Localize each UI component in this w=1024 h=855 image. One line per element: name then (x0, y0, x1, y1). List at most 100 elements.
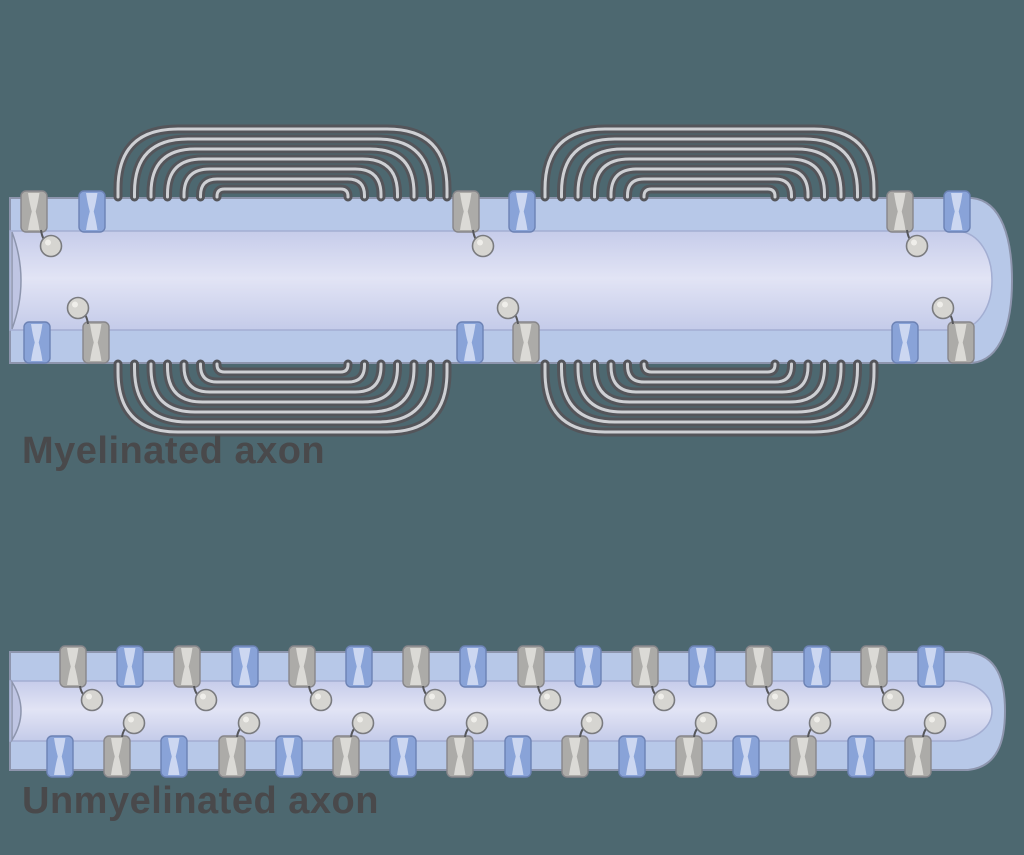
potassium-channel (574, 645, 602, 688)
sodium-channel-pore (525, 648, 537, 685)
potassium-channel-pore (86, 193, 98, 230)
inactivation-gate (905, 229, 929, 258)
sodium-channel (20, 190, 48, 233)
gate-ball (39, 234, 63, 258)
inactivation-gate (537, 685, 562, 712)
sodium-channel-pore (454, 738, 466, 775)
gate-ball-highlight (586, 716, 592, 723)
potassium-channel-pore (899, 324, 911, 361)
sodium-channel-pore (520, 324, 532, 361)
potassium-channel-pore (740, 738, 752, 775)
sodium-channel (517, 645, 545, 688)
gate-ball-highlight (45, 239, 51, 246)
inactivation-gate (350, 711, 375, 738)
myelin-wrap-core (116, 127, 449, 199)
sodium-channel (904, 735, 932, 778)
gate-ball-highlight (72, 301, 78, 308)
potassium-channel (160, 735, 188, 778)
sodium-channel (288, 645, 316, 688)
myelin-wrap-core (560, 137, 859, 199)
sodium-channel-pore (683, 738, 695, 775)
sodium-channel-pore (639, 648, 651, 685)
myelin-wrap-core (215, 187, 350, 199)
myelin-wrap-core (642, 362, 777, 374)
sodium-channel (332, 735, 360, 778)
gate-ball (194, 688, 218, 712)
gate-ball-highlight (911, 239, 917, 246)
gate-ball-highlight (502, 301, 508, 308)
gate-ball-highlight (315, 693, 321, 700)
myelin-wrap-core (626, 362, 793, 384)
sodium-channel (446, 735, 474, 778)
inactivation-gate (471, 229, 495, 258)
sodium-channel (218, 735, 246, 778)
potassium-channel (917, 645, 945, 688)
gate-ball-highlight (658, 693, 664, 700)
inactivation-gate (693, 711, 718, 738)
sodium-channel (947, 321, 975, 364)
sodium-channel (745, 645, 773, 688)
myelin-wrap-core (133, 362, 432, 424)
gate-ball (496, 296, 520, 320)
potassium-channel-pore (582, 648, 594, 685)
gate-ball (122, 711, 146, 735)
gate-ball-highlight (887, 693, 893, 700)
myelin-wrap-core (576, 147, 843, 199)
sodium-channel-pore (894, 193, 906, 230)
sodium-channel-pore (868, 648, 880, 685)
sodium-channel (59, 645, 87, 688)
myelin-wrap-core (576, 362, 843, 414)
myelin-wrap-core (642, 187, 777, 199)
potassium-channel (456, 321, 484, 364)
gate-ball-highlight (544, 693, 550, 700)
gate-ball-highlight (243, 716, 249, 723)
sodium-channel-pore (90, 324, 102, 361)
potassium-channel (943, 190, 971, 233)
myelin-wrap-core (133, 137, 432, 199)
myelin-wrap-core (543, 127, 876, 199)
potassium-channel (847, 735, 875, 778)
sodium-channel-pore (797, 738, 809, 775)
inactivation-gate (496, 296, 520, 325)
potassium-channel-pore (516, 193, 528, 230)
sodium-channel-pore (460, 193, 472, 230)
inactivation-gate (79, 685, 104, 712)
gate-ball (580, 711, 604, 735)
inactivation-gate (807, 711, 832, 738)
sodium-channel-pore (28, 193, 40, 230)
inactivation-gate (464, 711, 489, 738)
potassium-channel-pore (397, 738, 409, 775)
sodium-channel-pore (181, 648, 193, 685)
sodium-channel (103, 735, 131, 778)
sodium-channel-pore (67, 648, 79, 685)
myelin-wrap-core (166, 362, 399, 404)
potassium-channel-pore (811, 648, 823, 685)
potassium-channel (504, 735, 532, 778)
potassium-channel-pore (168, 738, 180, 775)
sodium-channel-pore (410, 648, 422, 685)
potassium-channel-pore (283, 738, 295, 775)
myelin-wrap-core (543, 362, 876, 434)
myelinated-axon-label: Myelinated axon (22, 430, 326, 472)
sodium-channel (452, 190, 480, 233)
potassium-channel-pore (31, 324, 43, 361)
sodium-channel (173, 645, 201, 688)
gate-ball (237, 711, 261, 735)
myelin-wrap-core (215, 362, 350, 374)
gate-ball (766, 688, 790, 712)
inactivation-gate (765, 685, 790, 712)
myelin-wrap-core (182, 167, 383, 199)
potassium-channel-pore (626, 738, 638, 775)
axon-interior (9, 680, 993, 742)
axon-cut-face (11, 231, 22, 330)
inactivation-gate (880, 685, 905, 712)
potassium-channel-pore (124, 648, 136, 685)
sodium-channel-pore (753, 648, 765, 685)
potassium-channel (23, 321, 51, 364)
inactivation-gate (193, 685, 218, 712)
gate-ball-highlight (471, 716, 477, 723)
myelin-wrap-core (626, 177, 793, 199)
myelinated-axon (9, 124, 1014, 437)
sodium-channel (860, 645, 888, 688)
sodium-channel (631, 645, 659, 688)
